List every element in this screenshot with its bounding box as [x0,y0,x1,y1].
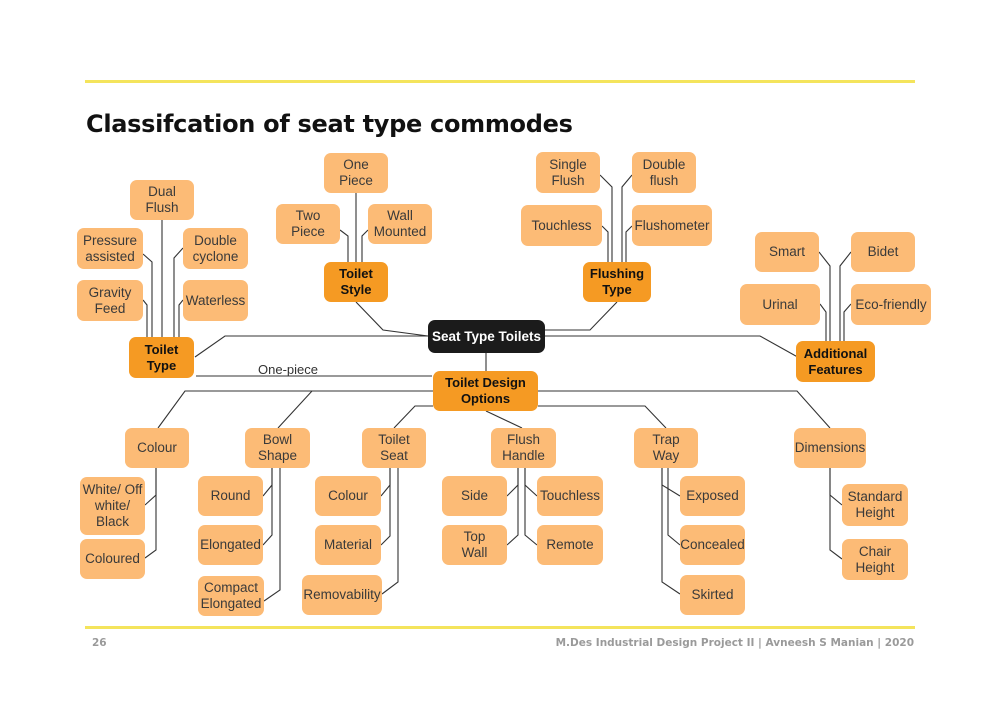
leaf-double-flush: Double flush [632,152,696,193]
leaf-urinal: Urinal [740,284,820,325]
top-rule [85,80,915,83]
group-bowl-shape: Bowl Shape [245,428,310,468]
leaf-flushometer: Flushometer [632,205,712,246]
leaf-bidet: Bidet [851,232,915,272]
leaf-dual-flush: Dual Flush [130,180,194,220]
leaf-smart: Smart [755,232,819,272]
leaf-one-piece: One Piece [324,153,388,193]
group-toilet-seat: Toilet Seat [362,428,426,468]
bottom-rule [85,626,915,629]
leaf-gravity-feed: Gravity Feed [77,280,143,321]
edge-label-one-piece: One-piece [258,362,318,377]
category-flushing-type: Flushing Type [583,262,651,302]
leaf-elongated: Elongated [198,525,263,565]
root-node-seat-type-toilets: Seat Type Toilets [428,320,545,353]
leaf-eco-friendly: Eco-friendly [851,284,931,325]
leaf-touchless: Touchless [521,205,602,246]
footer-credit: M.Des Industrial Design Project II | Avn… [555,637,914,649]
page-number: 26 [92,637,107,649]
leaf-exposed: Exposed [680,476,745,516]
leaf-white-off-white-black: White/ Off white/ Black [80,477,145,535]
leaf-double-cyclone: Double cyclone [183,228,248,269]
leaf-single-flush: Single Flush [536,152,600,193]
group-flush-handle: Flush Handle [491,428,556,468]
category-toilet-type: Toilet Type [129,337,194,378]
page-title: Classifcation of seat type commodes [86,110,573,138]
leaf-skirted: Skirted [680,575,745,615]
category-toilet-style: Toilet Style [324,262,388,302]
leaf-material: Material [315,525,381,565]
category-toilet-design-options: Toilet Design Options [433,371,538,411]
leaf-remote: Remote [537,525,603,565]
leaf-side: Side [442,476,507,516]
leaf-round: Round [198,476,263,516]
leaf-pressure-assisted: Pressure assisted [77,228,143,269]
leaf-seat-colour: Colour [315,476,381,516]
leaf-compact-elongated: Compact Elongated [198,576,264,616]
category-additional-features: Additional Features [796,341,875,382]
leaf-two-piece: Two Piece [276,204,340,244]
leaf-removability: Removability [302,575,382,615]
group-trap-way: Trap Way [634,428,698,468]
leaf-top-wall: Top Wall [442,525,507,565]
group-dimensions: Dimensions [794,428,866,468]
group-colour: Colour [125,428,189,468]
leaf-coloured: Coloured [80,539,145,579]
leaf-handle-touchless: Touchless [537,476,603,516]
leaf-wall-mounted: Wall Mounted [368,204,432,244]
leaf-standard-height: Standard Height [842,484,908,526]
leaf-concealed: Concealed [680,525,745,565]
leaf-waterless: Waterless [183,280,248,321]
leaf-chair-height: Chair Height [842,539,908,580]
